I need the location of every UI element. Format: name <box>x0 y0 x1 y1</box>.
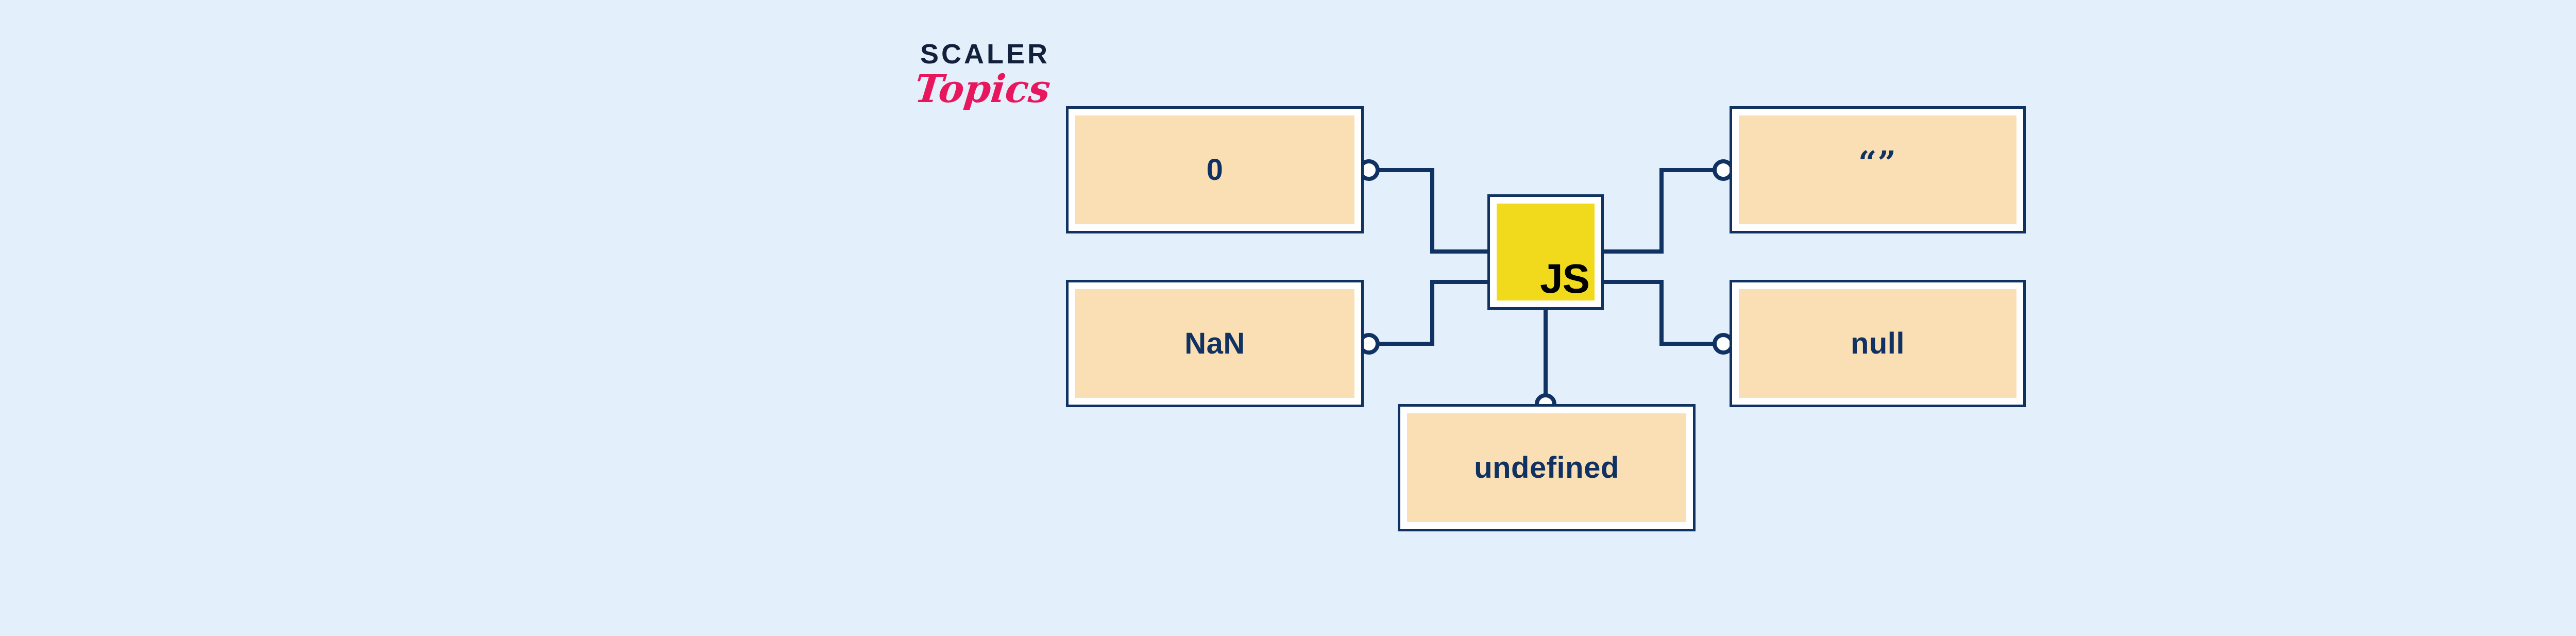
node-null[interactable]: null <box>1730 280 2026 407</box>
node-nan-fill: NaN <box>1075 289 1354 398</box>
wire-zero-to-js <box>1372 168 1487 254</box>
logo-product-text: Topics <box>912 67 1053 111</box>
wire-emptystr-to-js <box>1604 168 1720 254</box>
scaler-topics-logo: SCALER Topics <box>903 40 1067 138</box>
node-null-fill: null <box>1739 289 2016 398</box>
node-nan[interactable]: NaN <box>1066 280 1364 407</box>
node-zero-label: 0 <box>1206 153 1224 187</box>
node-null-label: null <box>1850 326 1905 360</box>
js-logo-square: JS <box>1497 204 1595 300</box>
node-empty-string-fill: “” <box>1739 115 2016 224</box>
logo-brand-text: SCALER <box>920 39 1050 70</box>
node-undefined-fill: undefined <box>1407 413 1686 522</box>
node-undefined-label: undefined <box>1474 450 1619 484</box>
node-zero[interactable]: 0 <box>1066 106 1364 233</box>
node-undefined[interactable]: undefined <box>1398 404 1696 531</box>
wire-null-to-js <box>1604 280 1720 346</box>
node-empty-string-label: “” <box>1858 143 1897 181</box>
node-empty-string[interactable]: “” <box>1730 106 2026 233</box>
node-nan-label: NaN <box>1184 326 1245 360</box>
node-zero-fill: 0 <box>1075 115 1354 224</box>
wire-nan-to-js <box>1372 280 1487 346</box>
node-js-center[interactable]: JS <box>1487 194 1604 310</box>
js-logo-label: JS <box>1540 256 1590 302</box>
